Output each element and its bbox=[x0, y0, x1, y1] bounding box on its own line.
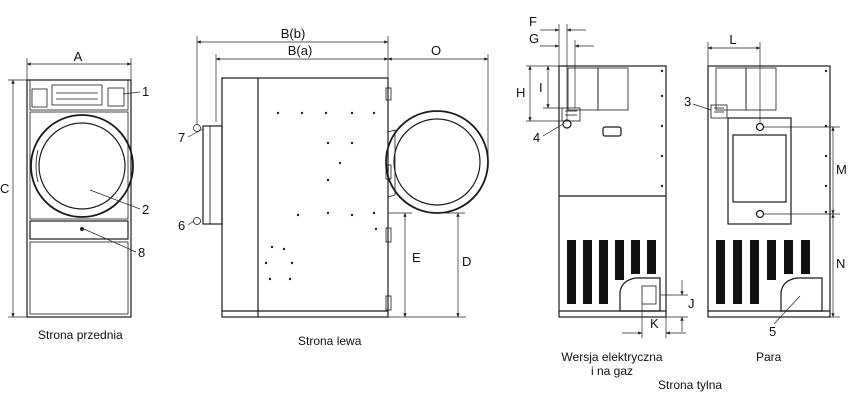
terminal-block-icon bbox=[561, 107, 581, 122]
callout-2: 2 bbox=[142, 202, 149, 217]
dim-label-I: I bbox=[539, 80, 543, 95]
caption-rear-electric-line2: i na gaz bbox=[590, 364, 634, 378]
rear-view-steam bbox=[707, 65, 831, 318]
base-panel bbox=[29, 241, 129, 315]
dim-label-H: H bbox=[516, 85, 525, 100]
vent-slots-steam bbox=[716, 240, 810, 304]
caption-front-view: Strona przednia bbox=[38, 328, 123, 342]
dimension-lines bbox=[8, 24, 840, 338]
dim-label-E: E bbox=[412, 250, 421, 265]
exhaust-connector-icon bbox=[193, 124, 201, 132]
access-panel-steam bbox=[780, 277, 823, 312]
callout-numbers: 1 2 8 7 6 4 3 5 bbox=[138, 84, 776, 339]
caption-rear-electric-line1: Wersja elektryczna bbox=[561, 350, 663, 364]
door-hinge-bracket bbox=[387, 129, 396, 198]
door-glass bbox=[38, 122, 126, 210]
callout-8: 8 bbox=[138, 245, 145, 260]
callout-7: 7 bbox=[178, 130, 185, 145]
leader-lines bbox=[83, 91, 801, 325]
rear-cabinet-electric bbox=[558, 65, 667, 318]
dim-label-Bb: B(b) bbox=[281, 26, 306, 41]
dim-label-K: K bbox=[650, 316, 659, 331]
access-panel-electric bbox=[619, 277, 661, 312]
steam-control-box bbox=[715, 67, 747, 111]
dim-label-O: O bbox=[431, 43, 441, 58]
steam-coil bbox=[732, 134, 787, 203]
caption-rear-steam: Para bbox=[756, 350, 782, 364]
callout-4: 4 bbox=[533, 130, 540, 145]
lint-drawer-knob-icon bbox=[80, 227, 84, 231]
door-panel bbox=[29, 111, 129, 220]
dim-label-J: J bbox=[688, 296, 695, 311]
callout-1: 1 bbox=[142, 84, 149, 99]
caption-rear-group: Strona tylna bbox=[658, 378, 723, 392]
dim-label-M: M bbox=[836, 162, 847, 177]
rear-steam-dots bbox=[824, 69, 828, 214]
dim-label-N: N bbox=[836, 256, 845, 271]
electrical-box bbox=[567, 67, 599, 111]
dim-label-D: D bbox=[462, 254, 471, 269]
dim-label-A: A bbox=[74, 49, 83, 64]
side-cabinet bbox=[221, 77, 389, 318]
steam-coil-panel bbox=[727, 117, 792, 225]
side-rivet-dots bbox=[264, 111, 378, 281]
display-panel bbox=[51, 84, 103, 106]
door-outer-ring bbox=[30, 114, 134, 218]
steam-inlet-icon bbox=[755, 122, 765, 132]
coin-slot-icon bbox=[31, 88, 48, 108]
coin-box-icon bbox=[107, 87, 125, 107]
lint-drawer bbox=[29, 220, 129, 240]
left-side-view bbox=[193, 77, 489, 318]
steam-terminal-icon bbox=[710, 104, 728, 119]
dim-label-L: L bbox=[729, 32, 736, 47]
exhaust-duct bbox=[202, 125, 223, 225]
dim-label-C: C bbox=[0, 181, 9, 196]
gas-connector-icon bbox=[193, 217, 201, 225]
callout-5: 5 bbox=[769, 324, 776, 339]
side-door-ring bbox=[385, 110, 489, 214]
side-door-glass bbox=[393, 118, 481, 206]
caption-left-view: Strona lewa bbox=[298, 334, 362, 348]
dim-label-Ba: B(a) bbox=[288, 43, 313, 58]
door-hinge bbox=[35, 149, 39, 183]
callout-3: 3 bbox=[684, 94, 691, 109]
rear-electric-dots bbox=[660, 69, 664, 188]
exhaust-outlet-electric bbox=[641, 285, 657, 305]
callout-6: 6 bbox=[178, 218, 185, 233]
caption-rear-electric: Wersja elektryczna i na gaz bbox=[552, 350, 672, 378]
front-view bbox=[26, 79, 134, 318]
rear-cabinet-steam bbox=[707, 65, 831, 318]
rear-handle bbox=[602, 126, 622, 137]
dim-label-G: G bbox=[529, 31, 539, 46]
control-panel bbox=[29, 79, 129, 111]
steam-outlet-icon bbox=[755, 209, 765, 219]
dim-label-F: F bbox=[529, 14, 537, 29]
dimension-labels: A C B(b) B(a) O E D F G H I J K L M N bbox=[0, 14, 847, 331]
vent-slots-electric bbox=[567, 240, 656, 304]
